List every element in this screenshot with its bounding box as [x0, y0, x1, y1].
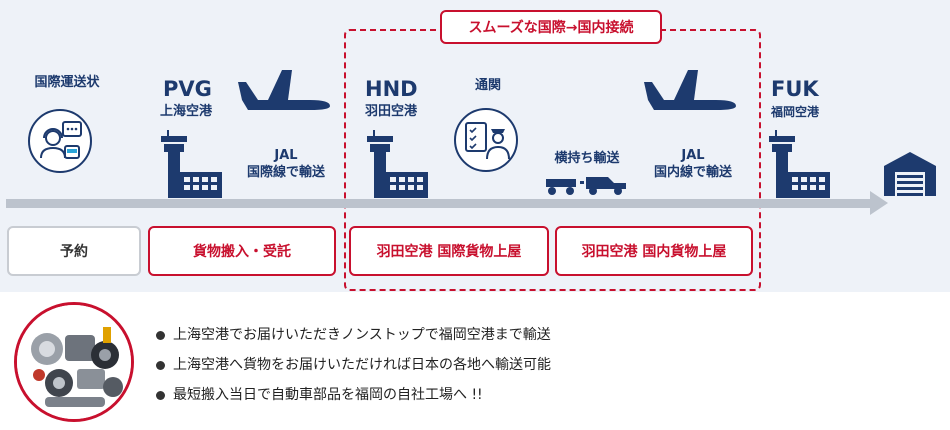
customs-officer-icon — [451, 107, 521, 177]
pvg-airport-name: 上海空港 — [160, 104, 213, 119]
timeline-arrowhead — [870, 191, 888, 215]
intl-flight-label-1: JAL — [274, 148, 298, 163]
control-tower-icon — [160, 130, 224, 204]
control-tower-icon — [366, 130, 430, 204]
bullet-icon — [156, 330, 165, 340]
intl-flight-label-2: 国際線で輸送 — [246, 165, 325, 180]
tug-truck-icon — [546, 171, 628, 201]
hnd-code: HND — [365, 77, 418, 101]
pvg-code: PVG — [163, 77, 212, 101]
bullet-icon — [156, 360, 165, 370]
dom-flight-label-2: 国内線で輸送 — [653, 165, 732, 180]
feature-list: 上海空港でお届けいただきノンストップで福岡空港まで輸送 上海空港へ貨物をお届けい… — [156, 320, 551, 410]
auto-parts-image — [14, 302, 134, 422]
dom-flight-label-1: JAL — [681, 148, 705, 163]
receive-step: 貨物搬入・受託 — [148, 226, 336, 276]
list-item: 上海空港へ貨物をお届けいただければ日本の各地へ輸送可能 — [156, 350, 551, 380]
hnd-intl-cargo-step: 羽田空港 国際貨物上屋 — [349, 226, 549, 276]
transfer-label: 横持ち輸送 — [554, 151, 620, 166]
support-agent-icon — [27, 108, 93, 178]
warehouse-icon — [884, 152, 936, 200]
connection-banner: スムーズな国際→国内接続 — [440, 10, 662, 44]
fuk-code: FUK — [771, 77, 819, 101]
timeline-bar — [6, 199, 872, 208]
list-item: 上海空港でお届けいただきノンストップで福岡空港まで輸送 — [156, 320, 551, 350]
fuk-airport-name: 福岡空港 — [771, 105, 820, 119]
bullet-icon — [156, 390, 165, 400]
list-item: 最短搬入当日で自動車部品を福岡の自社工場へ !! — [156, 380, 551, 410]
hnd-airport-name: 羽田空港 — [365, 104, 418, 119]
reserve-step: 予約 — [7, 226, 141, 276]
control-tower-icon — [768, 130, 832, 204]
waybill-label: 国際運送状 — [34, 75, 100, 90]
airplane-icon — [238, 70, 332, 116]
customs-label: 通関 — [474, 78, 501, 93]
hnd-dom-cargo-step: 羽田空港 国内貨物上屋 — [555, 226, 753, 276]
airplane-icon — [644, 70, 738, 116]
